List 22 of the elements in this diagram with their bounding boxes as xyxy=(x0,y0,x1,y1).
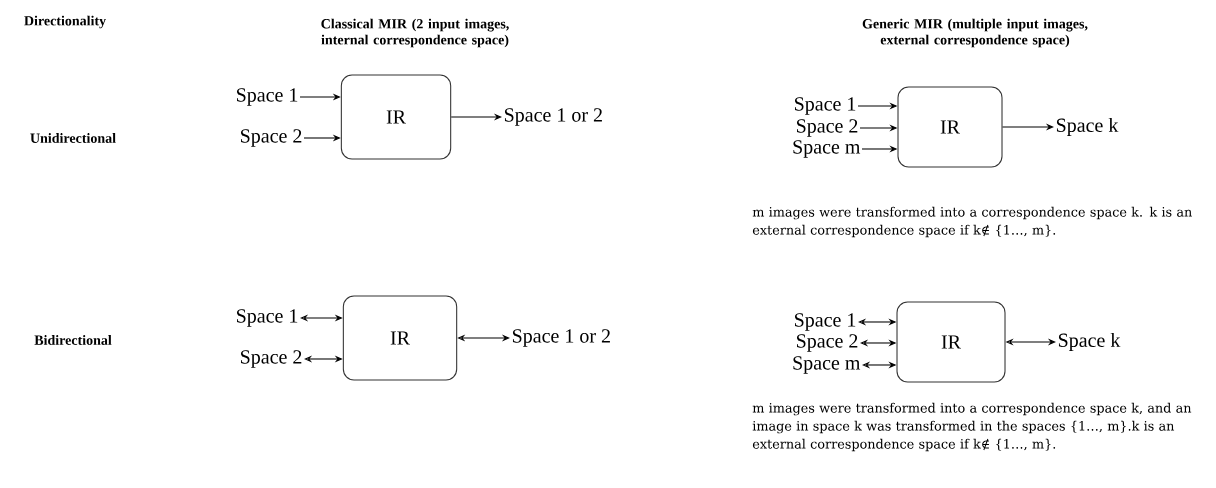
space-label: Space k xyxy=(1056,117,1119,137)
space-label: Space 2 xyxy=(797,334,858,352)
process-box: IR xyxy=(342,295,458,381)
row-heading: Unidirectional xyxy=(30,133,116,143)
space-label: Space 2 xyxy=(241,350,302,368)
row-heading: Bidirectional xyxy=(34,335,112,345)
space-label: Space 1 xyxy=(795,313,856,331)
space-label: Space m xyxy=(793,356,861,374)
row-heading: Directionality xyxy=(24,15,106,29)
note-text: m images were transformed into a correspondence space k. k is an external correspondence space if k∉ {1…, m}. xyxy=(752,206,1192,238)
space-label: Space 1 xyxy=(237,88,298,106)
process-box: IR xyxy=(897,86,1003,168)
space-label: Space 1 or 2 xyxy=(504,108,602,126)
process-box: IR xyxy=(896,301,1006,383)
space-label: Space 2 xyxy=(241,129,302,147)
space-label: Space 1 xyxy=(237,309,298,327)
space-label: Space 1 xyxy=(795,97,856,115)
process-box: IR xyxy=(340,74,452,160)
space-label: Space 1 or 2 xyxy=(512,329,610,347)
space-label: Space k xyxy=(1058,332,1121,352)
space-label: Space 2 xyxy=(797,119,858,137)
space-label: Space m xyxy=(793,140,861,158)
